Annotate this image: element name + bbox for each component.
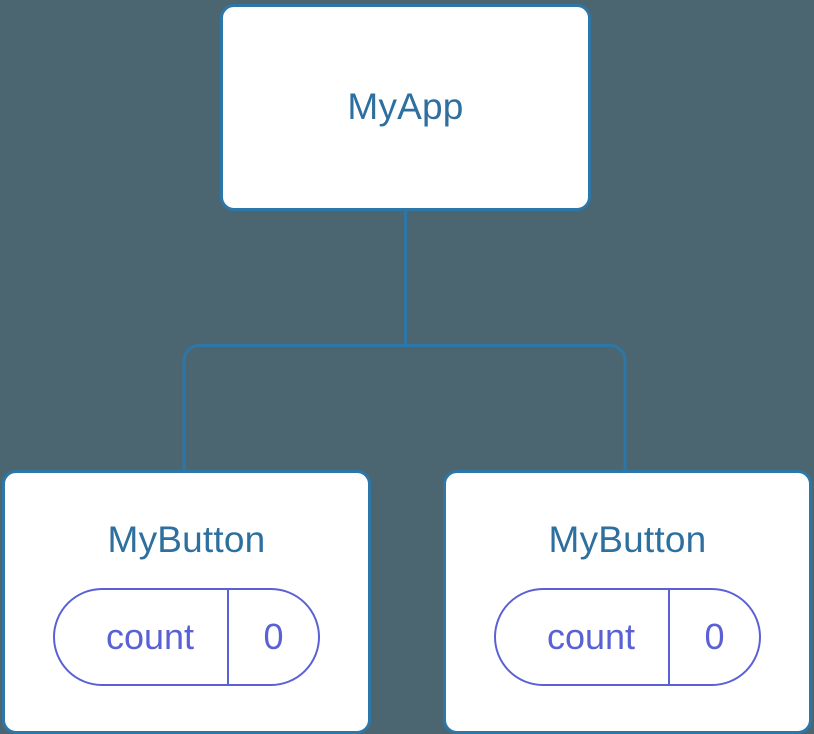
node-title: MyApp — [347, 86, 464, 127]
state-pill[interactable]: count 0 — [494, 588, 761, 686]
node-myapp[interactable]: MyApp — [220, 4, 591, 211]
state-value: 0 — [227, 590, 318, 684]
state-value: 0 — [668, 590, 759, 684]
state-pill[interactable]: count 0 — [53, 588, 320, 686]
state-key: count — [546, 616, 636, 657]
node-mybutton-0[interactable]: MyButton count 0 — [2, 470, 371, 734]
node-title: MyButton — [107, 519, 266, 560]
connector-branch-left — [182, 344, 406, 470]
node-title: MyButton — [548, 519, 707, 560]
state-key: count — [105, 616, 195, 657]
connector-branch-right — [405, 344, 627, 470]
node-mybutton-1[interactable]: MyButton count 0 — [443, 470, 812, 734]
